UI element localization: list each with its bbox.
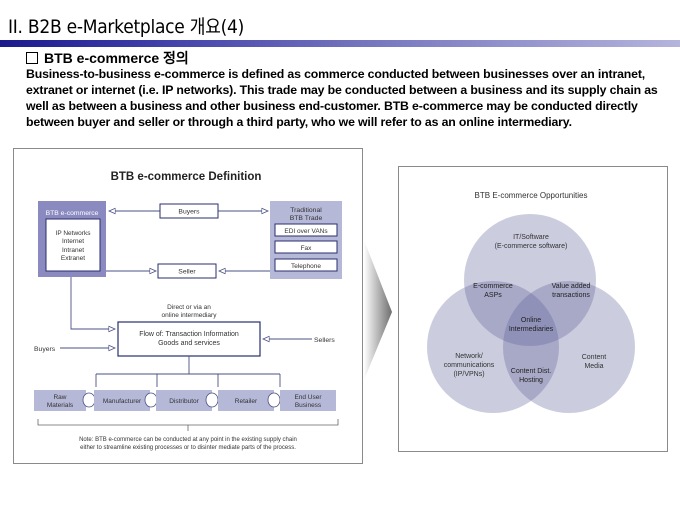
direct-note-2: online intermediary [162, 312, 218, 319]
venn-label-content: Content [582, 354, 607, 361]
btb-ecommerce-label: BTB e-commerce [46, 210, 99, 217]
seller-label: Seller [178, 269, 196, 276]
traditional-item: Telephone [291, 263, 321, 270]
venn-label-network: communications [444, 362, 495, 369]
chevron-right-icon [362, 240, 392, 380]
chain-end-user [280, 390, 336, 411]
section-heading: BTB e-commerce 정의 [26, 48, 189, 68]
chain-label: Raw [53, 394, 66, 401]
traditional-label-2: BTB Trade [290, 215, 323, 222]
venn-label-asps: ASPs [484, 292, 502, 299]
venn-label-asps: E-commerce [473, 283, 513, 290]
chain-label: Retailer [235, 398, 258, 405]
venn-label-it: (E-commerce software) [495, 243, 568, 250]
connector-icon [205, 392, 219, 408]
venn-label-it: IT/Software [513, 234, 549, 241]
venn-label-network: Network/ [455, 353, 483, 360]
checkbox-bullet-icon [26, 52, 38, 64]
chain-distributor [156, 390, 212, 411]
buyers-box [159, 203, 219, 219]
btb-item: Extranet [61, 255, 85, 262]
note-line-1: Note: BTB e-commerce can be conducted at… [79, 437, 297, 443]
venn-circle-network [427, 281, 559, 413]
definition-title: BTB e-commerce Definition [111, 171, 262, 183]
btb-item: IP Networks [56, 230, 92, 237]
chain-label: End User [294, 394, 322, 401]
seller-box [157, 263, 217, 279]
supply-chain: Raw Materials Manufacturer Distributor R… [34, 390, 336, 411]
venn-title: BTB E-commerce Opportunities [475, 191, 588, 200]
flow-line-2: Goods and services [158, 340, 220, 347]
definition-paragraph: Business-to-business e-commerce is defin… [26, 67, 658, 129]
venn-label-network: (IP/VPNs) [453, 371, 484, 378]
venn-circle-it-software [464, 214, 596, 346]
definition-diagram: BTB e-commerce Definition BTB e-commerce… [13, 148, 363, 464]
btb-item: Internet [62, 238, 84, 245]
btb-item: Intranet [62, 247, 84, 254]
traditional-item: Fax [301, 245, 313, 252]
traditional-label-1: Traditional [290, 207, 322, 214]
flow-box [117, 321, 261, 357]
direct-note-1: Direct or via an [167, 304, 211, 311]
title-divider [0, 40, 680, 47]
venn-circle-content [503, 281, 635, 413]
chain-label: Business [295, 402, 322, 409]
venn-label-value-added: Value added [552, 283, 591, 290]
chain-raw-materials [34, 390, 86, 411]
section-heading-text: BTB e-commerce 정의 [44, 50, 189, 66]
note-line-2: either to streamline existing processes … [80, 445, 296, 451]
connector-icon [267, 392, 281, 408]
flow-line-1: Flow of: Transaction Information [139, 331, 239, 338]
venn-label-center: Online [521, 317, 541, 324]
traditional-item: EDI over VANs [284, 228, 328, 235]
page-title: II. B2B e-Marketplace 개요(4) [8, 16, 245, 38]
chain-manufacturer [94, 390, 150, 411]
connector-icon [82, 392, 96, 408]
connector-icon [144, 392, 158, 408]
venn-label-value-added: transactions [552, 292, 590, 299]
chain-label: Manufacturer [103, 398, 142, 405]
chain-label: Materials [47, 402, 74, 409]
sellers-right-label: Sellers [314, 337, 335, 344]
venn-label-hosting: Hosting [519, 377, 543, 384]
venn-label-hosting: Content Dist. [511, 368, 552, 375]
buyers-top-label: Buyers [178, 209, 200, 216]
opportunities-venn-diagram: BTB E-commerce Opportunities IT/Software… [398, 166, 668, 452]
chain-label: Distributor [169, 398, 199, 405]
chain-retailer [218, 390, 274, 411]
venn-label-center: Intermediaries [509, 326, 554, 333]
buyers-left-label: Buyers [34, 346, 56, 353]
venn-label-content: Media [584, 363, 603, 370]
